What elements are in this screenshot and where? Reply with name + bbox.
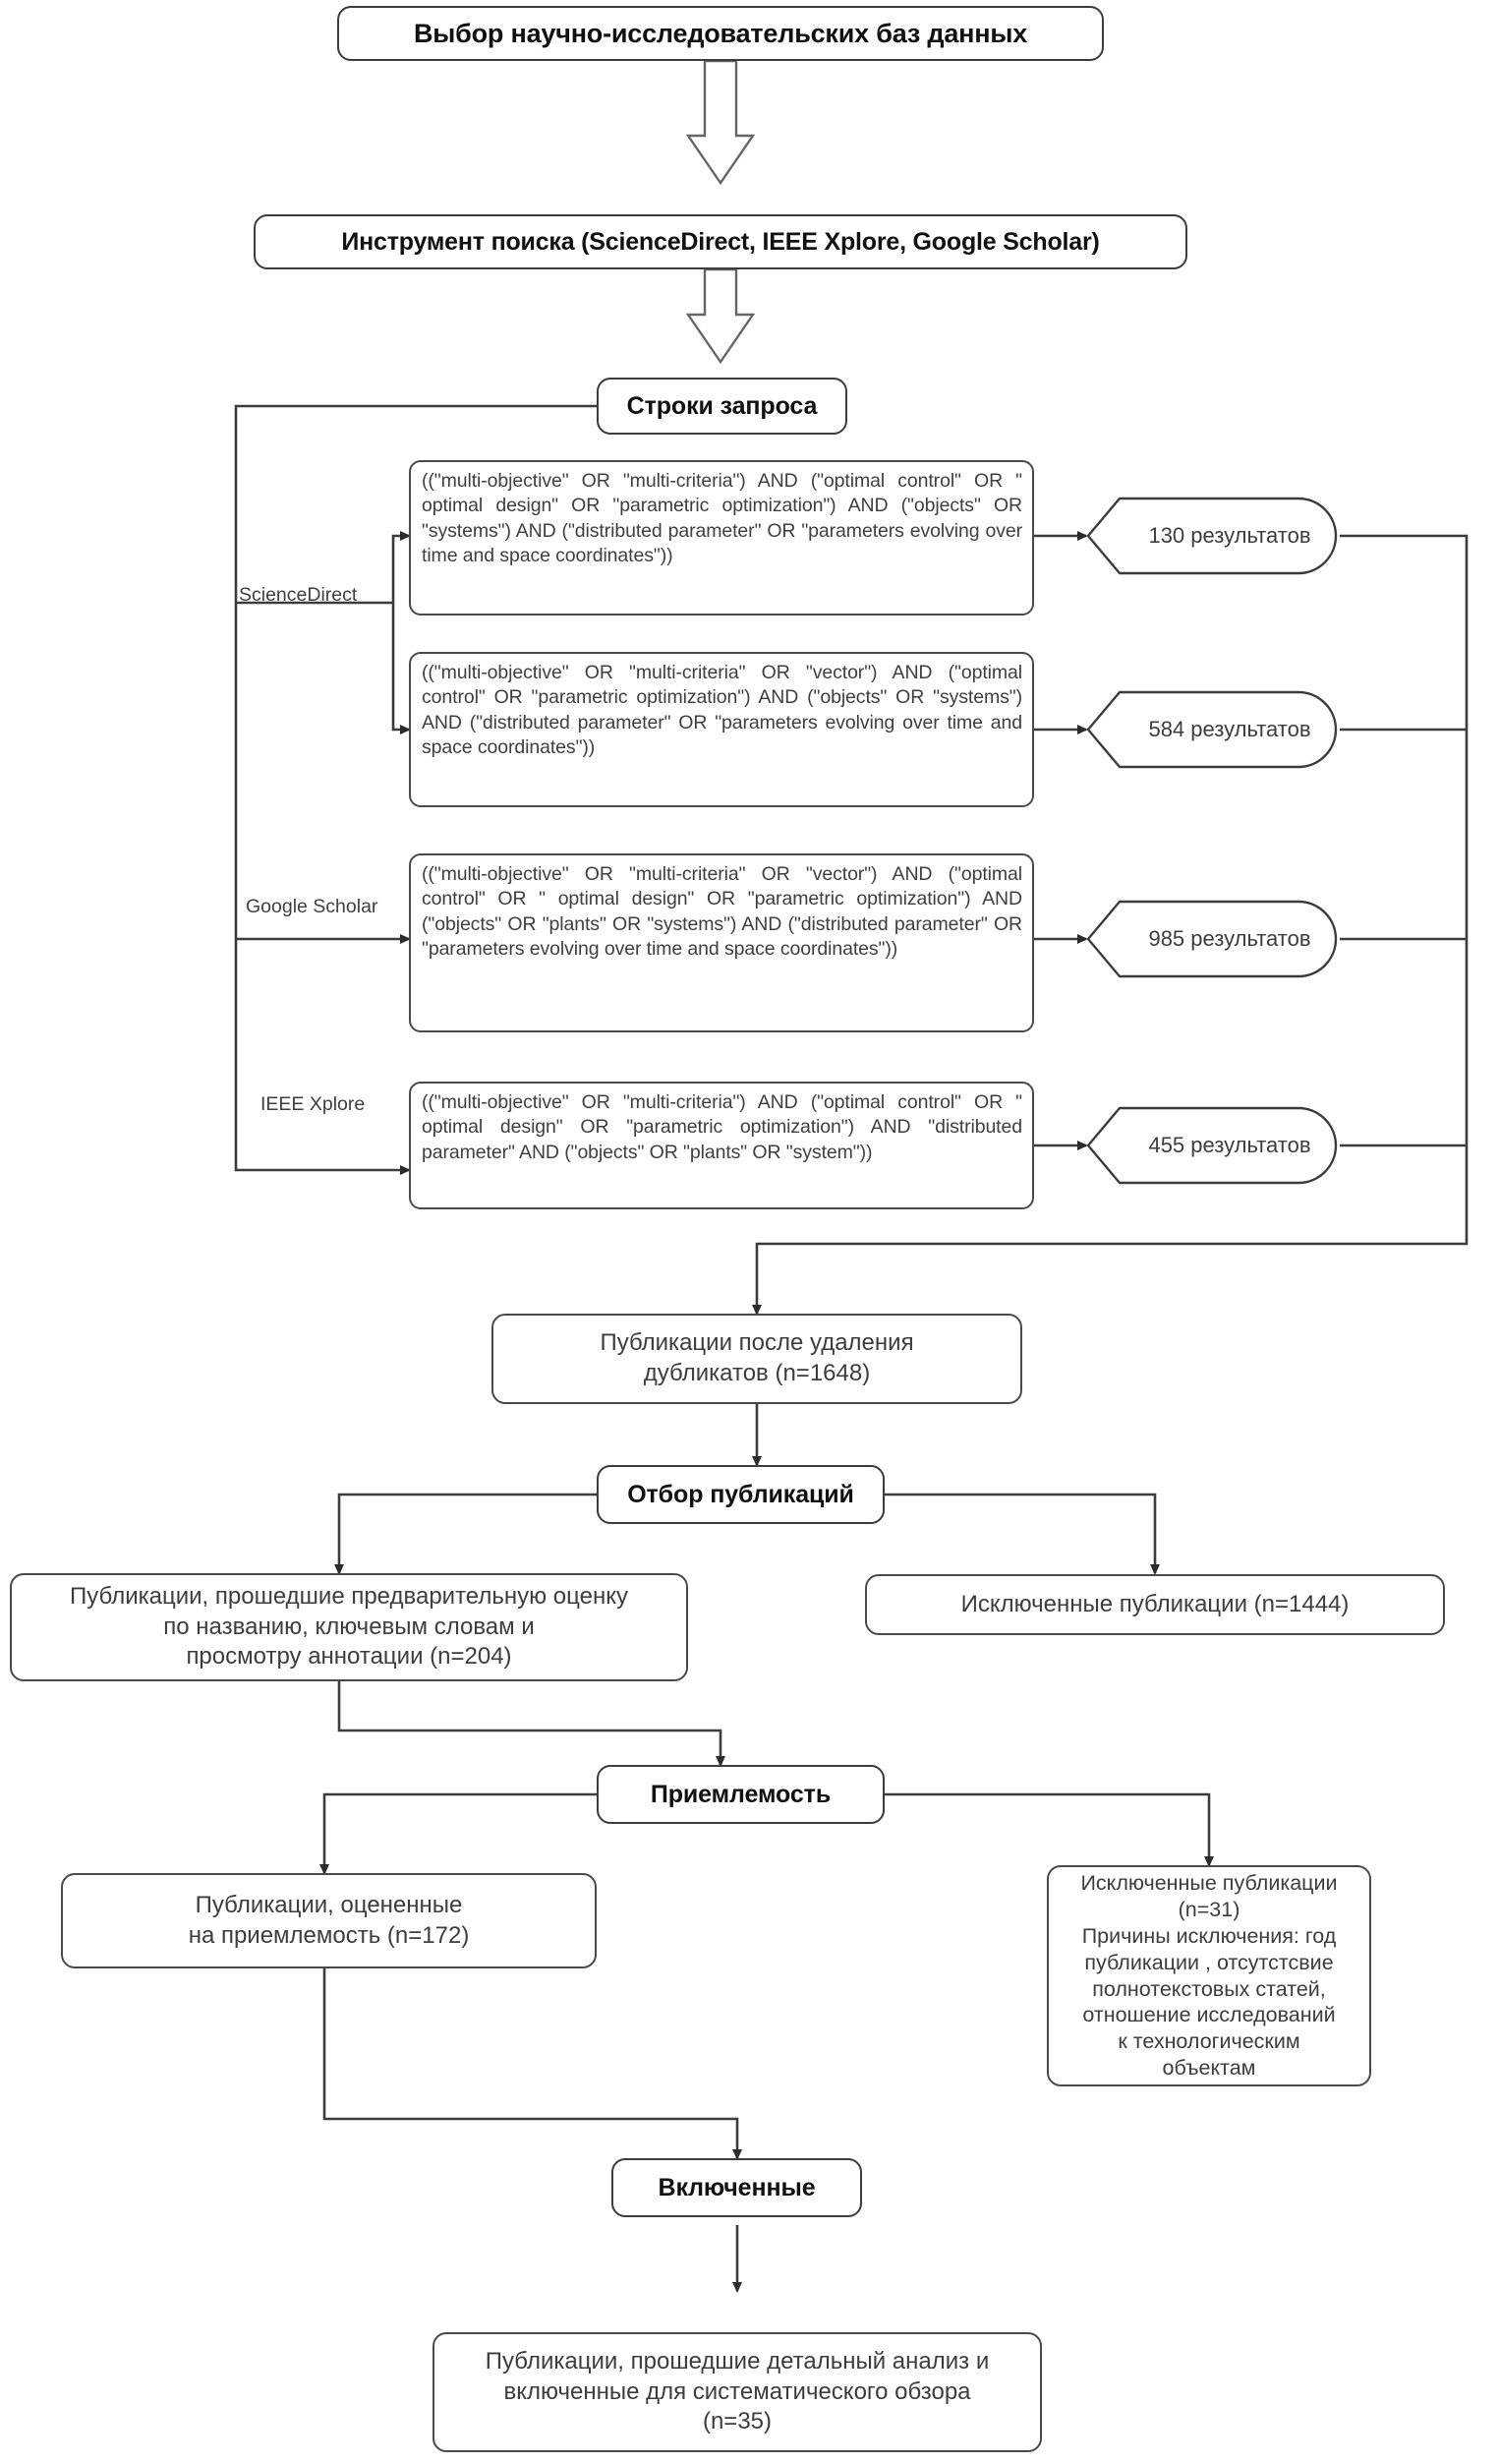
node-database-selection: Выбор научно-исследовательских баз данны…	[337, 6, 1104, 61]
node-stage-eligibility: Приемлемость	[597, 1765, 885, 1824]
node-results-ieee-xplore: 455 результатов	[1086, 1104, 1340, 1187]
node-query-sciencedirect-2: (("multi-objective" OR "multi-criteria" …	[409, 652, 1034, 807]
node-stage-screening: Отбор публикаций	[597, 1465, 885, 1524]
label-sciencedirect: ScienceDirect	[239, 584, 358, 606]
results-value: 985 результатов	[1148, 926, 1311, 951]
results-value: 584 результатов	[1148, 717, 1311, 741]
node-search-tool: Инструмент поиска (ScienceDirect, IEEE X…	[254, 214, 1187, 269]
node-eligibility-assessed: Публикации, оцененные на приемлемость (n…	[61, 1873, 597, 1968]
node-results-sciencedirect-2: 584 результатов	[1086, 688, 1340, 771]
results-value: 455 результатов	[1148, 1133, 1311, 1157]
node-query-google-scholar: (("multi-objective" OR "multi-criteria" …	[409, 853, 1034, 1032]
node-screening-excluded: Исключенные публикации (n=1444)	[865, 1574, 1445, 1635]
node-results-google-scholar: 985 результатов	[1086, 898, 1340, 980]
node-stage-included: Включенные	[611, 2158, 862, 2217]
node-query-strings: Строки запроса	[597, 378, 847, 435]
results-value: 130 результатов	[1148, 523, 1311, 548]
node-query-sciencedirect-1: (("multi-objective" OR "multi-criteria")…	[409, 460, 1034, 616]
label-ieee-xplore: IEEE Xplore	[260, 1093, 366, 1115]
node-screened-included: Публикации, прошедшие предварительную оц…	[10, 1573, 688, 1681]
label-google-scholar: Google Scholar	[246, 896, 378, 917]
node-results-sciencedirect-1: 130 результатов	[1086, 495, 1340, 577]
node-final-included: Публикации, прошедшие детальный анализ и…	[432, 2332, 1042, 2452]
node-query-ieee-xplore: (("multi-objective" OR "multi-criteria")…	[409, 1082, 1034, 1209]
node-after-duplicates: Публикации после удаления дубликатов (n=…	[491, 1314, 1022, 1404]
node-eligibility-excluded: Исключенные публикации (n=31) Причины ис…	[1047, 1865, 1371, 2086]
